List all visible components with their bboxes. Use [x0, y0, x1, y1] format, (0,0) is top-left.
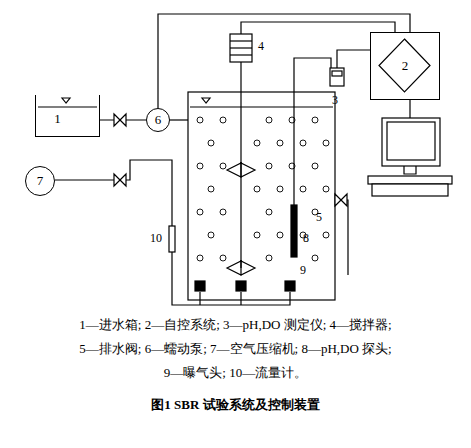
monitor-stand	[404, 166, 416, 174]
callout-number: 5	[316, 211, 322, 224]
computer-base	[372, 184, 448, 196]
air-bubble	[208, 186, 214, 192]
air-compressor: 7	[25, 166, 55, 196]
air-bubble	[277, 186, 283, 192]
inlet-valve	[114, 114, 126, 126]
air-pipe	[55, 179, 114, 180]
callout-number: 4	[258, 40, 264, 53]
air-bubble	[220, 255, 226, 261]
air-bubble	[254, 186, 260, 192]
air-bubble	[220, 209, 226, 215]
drain-pipe	[335, 200, 348, 275]
callout-number: 9	[300, 264, 306, 277]
monitor-screen	[387, 122, 435, 160]
key-line: 5—排水阀; 6—蠕动泵; 7—空气压缩机; 8—pH,DO 探头;	[79, 342, 391, 356]
auto-control-system: 2	[370, 32, 440, 100]
air-bubble	[323, 232, 329, 238]
peristaltic-pump: 6	[146, 108, 170, 132]
air-bubble	[254, 140, 260, 146]
computer-wire	[409, 100, 410, 118]
probe-wire	[294, 58, 331, 205]
meter-display	[332, 71, 342, 76]
stirrer-motor	[230, 34, 252, 62]
stirrer-fin	[230, 54, 252, 55]
air-bubble	[277, 140, 283, 146]
aerator	[236, 281, 246, 291]
air-bubble	[220, 117, 226, 123]
stirrer-fin	[230, 40, 252, 41]
flow-meter	[169, 226, 175, 252]
callout-number: 3	[332, 94, 338, 107]
key-line: 9—曝气头; 10—流量计。	[164, 366, 307, 380]
callout-number: 10	[150, 232, 162, 245]
air-bubble	[323, 186, 329, 192]
reactor-water-line	[190, 106, 333, 107]
air-bubble	[312, 255, 318, 261]
air-bubble	[266, 255, 272, 261]
air-bubble	[277, 232, 283, 238]
air-bubble	[208, 140, 214, 146]
computer-monitor	[382, 118, 440, 166]
air-bubble	[197, 163, 203, 169]
air-bubbles	[197, 117, 329, 261]
air-bubble	[300, 186, 306, 192]
stirrer-fin	[230, 47, 252, 48]
air-bubble	[197, 209, 203, 215]
ph-do-probe	[291, 205, 297, 257]
ph-do-meter	[330, 68, 344, 86]
meter-wire	[337, 50, 370, 68]
air-valve	[114, 174, 126, 186]
inlet-pipe	[170, 119, 188, 120]
feed-tank: 1	[35, 95, 100, 137]
callout-number: 8	[303, 232, 309, 245]
air-bubble	[197, 255, 203, 261]
air-branch	[240, 292, 241, 305]
figure-caption: 图1 SBR 试验系统及控制装置	[151, 398, 319, 412]
sbr-reactor	[188, 92, 335, 300]
aerator	[195, 281, 205, 291]
air-bubble	[312, 117, 318, 123]
impeller	[227, 163, 255, 177]
air-bubble	[208, 232, 214, 238]
aerator	[285, 281, 295, 291]
air-bubble	[300, 140, 306, 146]
air-bubble	[266, 163, 272, 169]
node-number: 2	[402, 59, 409, 73]
water-mark	[62, 98, 70, 103]
drain-valve	[335, 194, 347, 206]
water-line	[38, 106, 97, 107]
air-bubble	[323, 140, 329, 146]
computer-keyboard	[368, 176, 452, 184]
air-bubble	[266, 209, 272, 215]
air-bubble	[254, 232, 260, 238]
water-mark	[202, 98, 210, 103]
air-bubble	[312, 163, 318, 169]
air-bubble	[220, 163, 226, 169]
air-bubble	[197, 117, 203, 123]
node-number: 6	[155, 113, 162, 127]
air-branch	[199, 292, 200, 305]
node-number: 1	[54, 112, 61, 126]
air-pipe	[126, 160, 290, 305]
air-bubble	[266, 117, 272, 123]
impeller	[227, 261, 255, 275]
node-number: 7	[37, 174, 44, 188]
key-line: 1—进水箱; 2—自控系统; 3—pH,DO 测定仪; 4—搅拌器;	[79, 318, 391, 332]
